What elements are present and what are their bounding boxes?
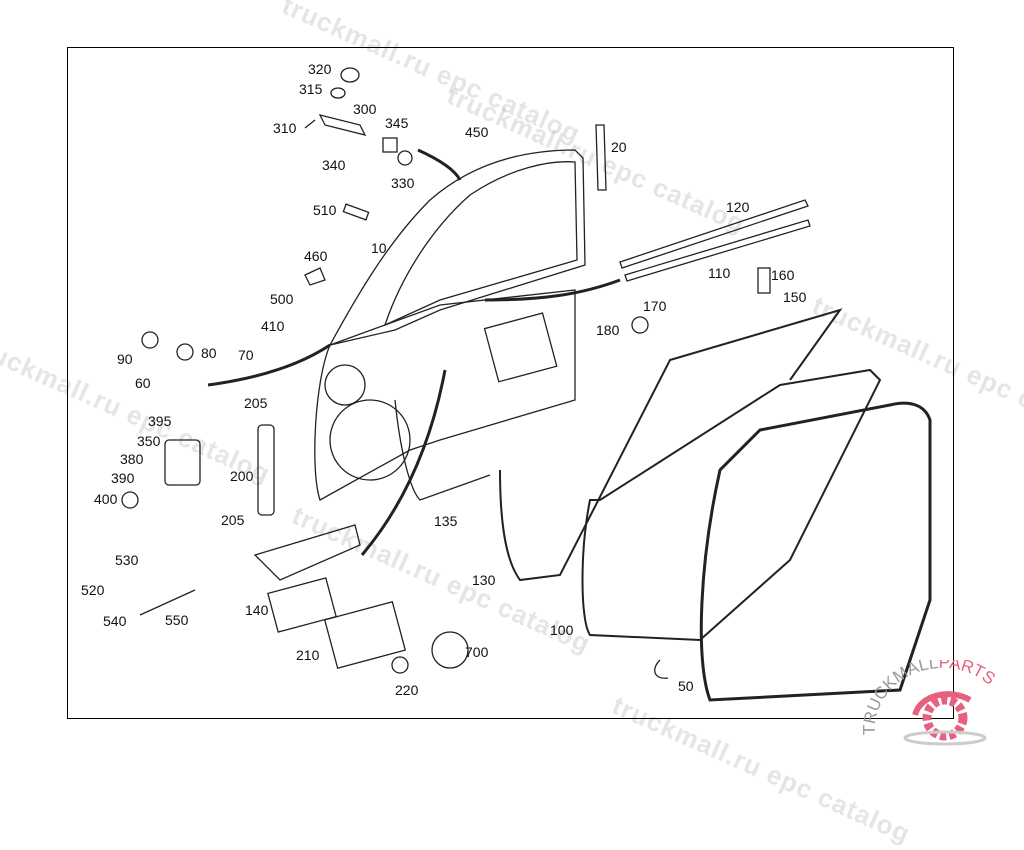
- part-label: 10: [371, 240, 387, 256]
- part-180: [631, 316, 649, 334]
- part-label: 350: [137, 433, 161, 449]
- truckmall-parts-logo: TRUCKMALLPARTS: [860, 660, 999, 746]
- part-label: 500: [270, 291, 294, 307]
- part-label: 70: [238, 347, 254, 363]
- part-label: 150: [783, 289, 807, 305]
- strip-110: [624, 219, 811, 282]
- arrow: [417, 148, 462, 181]
- part-label: 320: [308, 61, 332, 77]
- door-window-frame: [383, 161, 578, 327]
- panel-opening: [483, 312, 558, 383]
- part-330: [397, 150, 413, 166]
- door-shell: [328, 149, 586, 346]
- arrow: [207, 343, 331, 387]
- part-label: 80: [201, 345, 217, 361]
- part-220: [391, 656, 409, 674]
- part-label: 510: [313, 202, 337, 218]
- gear-icon: [922, 695, 968, 741]
- part-label: 140: [245, 602, 269, 618]
- strip-120: [619, 199, 809, 269]
- part-310: [304, 119, 316, 129]
- part-50-clip: [654, 659, 669, 679]
- part-label: 410: [261, 318, 285, 334]
- part-label: 160: [771, 267, 795, 283]
- part-345: [382, 137, 398, 153]
- part-label: 315: [299, 81, 323, 97]
- door-parts-drawing: [121, 67, 932, 702]
- part-460: [304, 267, 326, 286]
- arrow: [360, 369, 447, 556]
- part-200: [257, 424, 275, 516]
- logo-shadow: [903, 730, 987, 746]
- part-label: 180: [596, 322, 620, 338]
- part-label: 205: [244, 395, 268, 411]
- seal-130: [499, 308, 843, 582]
- part-label: 135: [434, 513, 458, 529]
- part-label: 210: [296, 647, 320, 663]
- part-550: [139, 589, 196, 616]
- speaker-recess: [324, 364, 366, 406]
- part-label: 340: [322, 157, 346, 173]
- part-label: 450: [465, 124, 489, 140]
- part-400: [121, 491, 139, 509]
- part-700: [431, 631, 469, 669]
- part-90: [141, 331, 159, 349]
- part-label: 550: [165, 612, 189, 628]
- part-label: 170: [643, 298, 667, 314]
- part-label: 200: [230, 468, 254, 484]
- part-350: [164, 439, 201, 486]
- part-label: 90: [117, 351, 133, 367]
- part-label: 220: [395, 682, 419, 698]
- part-510: [342, 203, 370, 221]
- part-label: 300: [353, 101, 377, 117]
- part-140: [253, 524, 361, 581]
- part-label: 400: [94, 491, 118, 507]
- part-label: 540: [103, 613, 127, 629]
- part-label: 530: [115, 552, 139, 568]
- part-300: [318, 114, 367, 136]
- part-label: 345: [385, 115, 409, 131]
- part-label: 700: [465, 644, 489, 660]
- speaker-opening: [329, 399, 411, 481]
- part-label: 380: [120, 451, 144, 467]
- part-label: 60: [135, 375, 151, 391]
- part-140-frame: [267, 577, 337, 633]
- seal-50: [699, 401, 932, 702]
- door-inner-panel: [314, 289, 576, 501]
- part-label: 130: [472, 572, 496, 588]
- part-80: [176, 343, 194, 361]
- part-label: 20: [611, 139, 627, 155]
- arrow: [484, 278, 621, 302]
- part-label: 330: [391, 175, 415, 191]
- part-label: 110: [708, 265, 731, 281]
- part-label: 120: [726, 199, 750, 215]
- part-label: 390: [111, 470, 135, 486]
- part-label: 50: [678, 678, 694, 694]
- diagram-frame: [67, 47, 954, 719]
- seal-100: [581, 368, 882, 642]
- part-label: 520: [81, 582, 105, 598]
- part-label: 205: [221, 512, 245, 528]
- swoosh-icon: [912, 691, 972, 717]
- seal-135: [394, 399, 491, 501]
- part-label: 310: [273, 120, 297, 136]
- part-label: 460: [304, 248, 328, 264]
- part-315: [330, 87, 346, 99]
- part-320: [340, 67, 360, 83]
- part-160: [757, 267, 771, 294]
- strip-20: [595, 124, 607, 191]
- part-label: 395: [148, 413, 172, 429]
- part-210: [323, 600, 407, 670]
- part-label: 100: [550, 622, 574, 638]
